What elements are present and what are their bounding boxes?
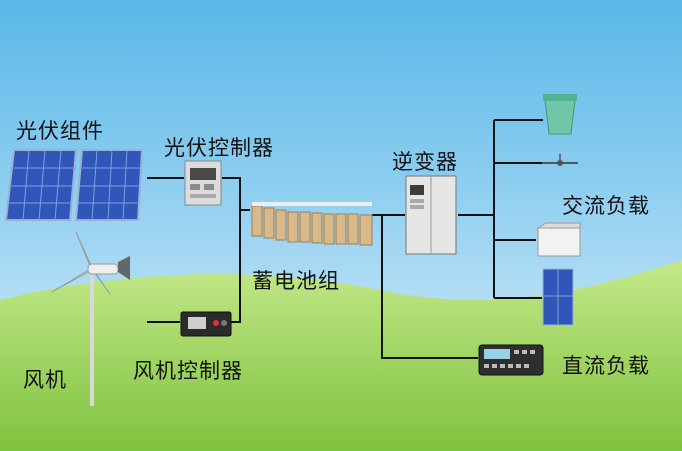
wind-controller-icon <box>180 311 232 337</box>
pv-modules-label: 光伏组件 <box>16 119 104 143</box>
wind-turbine-label: 风机 <box>23 368 67 392</box>
solar-panel-icon <box>4 149 144 221</box>
pv-controller-icon <box>184 160 222 206</box>
pv-controller-label: 光伏控制器 <box>164 136 274 160</box>
wire-to-dc-load <box>381 215 478 359</box>
ceiling-fan-icon <box>542 154 578 166</box>
wind-controller-label: 风机控制器 <box>133 359 243 383</box>
dc-device-icon <box>478 344 544 376</box>
freezer-icon <box>536 222 581 257</box>
small-solar-panel-icon <box>542 268 574 326</box>
wire-controller-bus <box>222 177 241 323</box>
inverter-label: 逆变器 <box>392 150 458 174</box>
battery-icon <box>251 202 373 246</box>
dc-load-label: 直流负载 <box>562 354 650 378</box>
ac-load-label: 交流负载 <box>562 194 650 218</box>
trash-bin-icon <box>543 94 577 135</box>
battery-bank-label: 蓄电池组 <box>252 269 340 293</box>
inverter-icon <box>405 175 457 255</box>
wind-turbine-icon <box>51 231 130 406</box>
